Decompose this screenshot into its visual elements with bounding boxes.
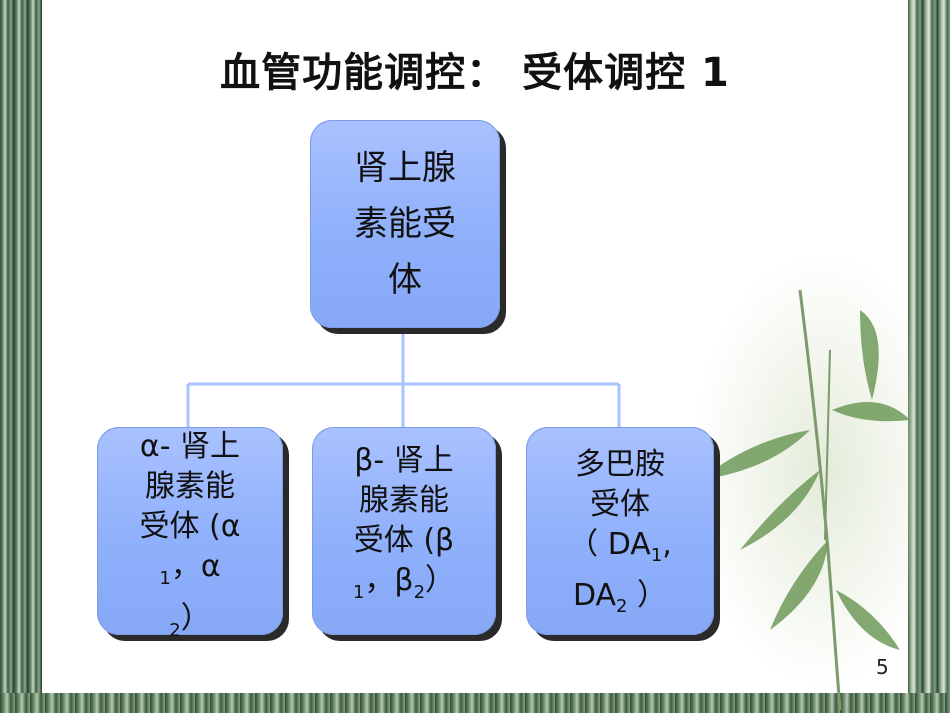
alpha-line2: 腺素能 <box>145 469 235 504</box>
page-title: 血管功能调控： 受体调控 1 <box>220 50 730 96</box>
alpha-line5: 2） <box>97 599 283 651</box>
node-root-line1: 肾上腺 <box>354 148 456 188</box>
beta-line4: 1，β2） <box>312 561 496 613</box>
dopamine-line3: （ DA1, <box>526 525 714 576</box>
alpha-sub1: 1 <box>159 568 171 589</box>
beta-close: ） <box>425 563 456 598</box>
beta-line1: β- 肾上 <box>354 443 454 478</box>
alpha-comma: ，α <box>170 549 221 584</box>
dopamine-sub1: 1 <box>650 545 663 566</box>
dopamine-da2: DA <box>572 578 617 613</box>
background-right-bamboo <box>908 0 950 713</box>
dopamine-close: ） <box>627 578 668 613</box>
dopamine-line4: DA2 ） <box>526 576 714 627</box>
node-adrenergic-receptor: 肾上腺 素能受 体 <box>310 120 500 328</box>
alpha-close: ） <box>180 601 211 636</box>
beta-line3: 受体 (β <box>353 523 455 558</box>
dopamine-open: （ DA <box>568 527 651 562</box>
node-alpha-receptor: α- 肾上 腺素能 受体 (α 1，α 2） <box>97 427 283 641</box>
beta-line2: 腺素能 <box>359 483 449 518</box>
beta-sub2: 2 <box>413 582 426 603</box>
page-number: 5 <box>876 655 889 679</box>
node-dopamine-receptor: 多巴胺 受体 （ DA1, DA2 ） <box>526 427 714 635</box>
node-root-line2: 素能受 <box>354 204 456 244</box>
beta-comma: ，β <box>364 563 414 598</box>
background-left-bamboo <box>0 0 42 713</box>
dopamine-line2: 受体 <box>590 487 650 522</box>
dopamine-sub2: 2 <box>616 596 628 617</box>
dopamine-line1: 多巴胺 <box>575 447 665 482</box>
alpha-sub2: 2 <box>169 620 181 641</box>
node-beta-receptor: β- 肾上 腺素能 受体 (β 1，β2） <box>312 427 496 635</box>
background-bottom-strip <box>0 693 950 713</box>
dopamine-comma: , <box>662 527 672 562</box>
alpha-line4: 1，α <box>97 547 283 599</box>
alpha-line3: 受体 (α <box>139 509 241 544</box>
bamboo-decoration <box>700 290 910 710</box>
node-root-line3: 体 <box>388 260 422 300</box>
beta-sub1: 1 <box>352 582 365 603</box>
alpha-line1: α- 肾上 <box>139 429 241 464</box>
